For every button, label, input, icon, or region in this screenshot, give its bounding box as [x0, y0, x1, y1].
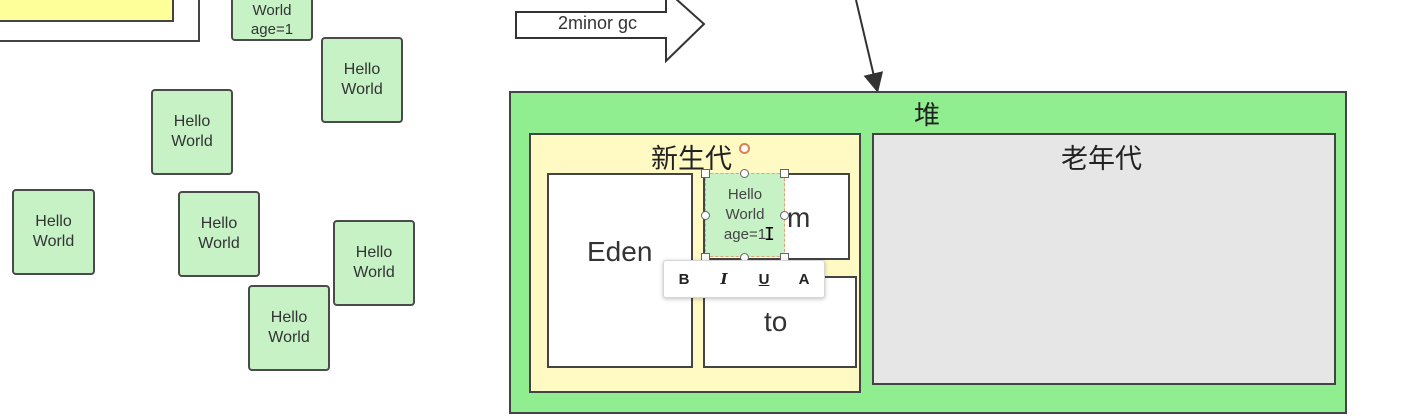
- loose-object-aged[interactable]: World age=1: [231, 0, 313, 41]
- bold-button[interactable]: B: [678, 270, 690, 288]
- loose-object[interactable]: Hello World: [333, 220, 415, 306]
- rotate-handle[interactable]: [739, 143, 750, 154]
- object-line-1: Hello: [355, 244, 393, 261]
- object-line-2: World: [725, 206, 765, 223]
- underline-button[interactable]: U: [758, 270, 770, 288]
- loose-object[interactable]: Hello World: [178, 191, 260, 277]
- font-color-button[interactable]: A: [798, 270, 810, 288]
- old-generation-title: 老年代: [1061, 144, 1142, 174]
- resize-handle-right[interactable]: [780, 211, 789, 220]
- loose-object[interactable]: Hello World: [12, 189, 95, 275]
- object-line-1: Hello: [200, 215, 238, 232]
- heap-title: 堆: [914, 100, 941, 130]
- pointer-arrow-to-heap[interactable]: [855, 0, 884, 93]
- arrow-label: 2minor gc: [558, 13, 638, 33]
- object-line-2: World: [268, 329, 310, 346]
- resize-handle-top[interactable]: [740, 169, 749, 178]
- object-line-2: World: [341, 81, 383, 98]
- text-cursor-icon: I: [764, 224, 775, 245]
- from-survivor-label: m: [787, 202, 811, 233]
- object-line-1: Hello: [727, 186, 763, 203]
- young-generation-title: 新生代: [651, 144, 732, 174]
- loose-object[interactable]: Hello World: [248, 285, 330, 371]
- text-format-toolbar: B I U A: [663, 260, 825, 298]
- object-line-2: World: [198, 235, 240, 252]
- object-line-2: World: [32, 233, 75, 250]
- old-generation[interactable]: [872, 133, 1336, 385]
- resize-handle-top-left[interactable]: [701, 169, 710, 178]
- block-arrow-shape[interactable]: [515, 0, 706, 64]
- eden-label: Eden: [587, 236, 653, 267]
- object-line-2: World: [171, 133, 213, 150]
- object-line-2: World: [353, 264, 395, 281]
- object-line-3: age=1: [723, 226, 767, 243]
- object-line-1: World: [252, 1, 292, 19]
- object-line-2: age=1: [250, 20, 294, 38]
- partial-yellow-box[interactable]: [0, 0, 174, 22]
- to-survivor-label: to: [764, 306, 788, 337]
- resize-handle-left[interactable]: [701, 211, 710, 220]
- object-line-1: Hello: [173, 113, 211, 130]
- object-line-1: Hello: [35, 213, 72, 230]
- resize-handle-top-right[interactable]: [780, 169, 789, 178]
- loose-object[interactable]: Hello World: [321, 37, 403, 123]
- loose-object[interactable]: Hello World: [151, 89, 233, 175]
- object-line-1: Hello: [343, 61, 381, 78]
- italic-button[interactable]: I: [720, 270, 728, 288]
- object-line-1: Hello: [270, 309, 308, 326]
